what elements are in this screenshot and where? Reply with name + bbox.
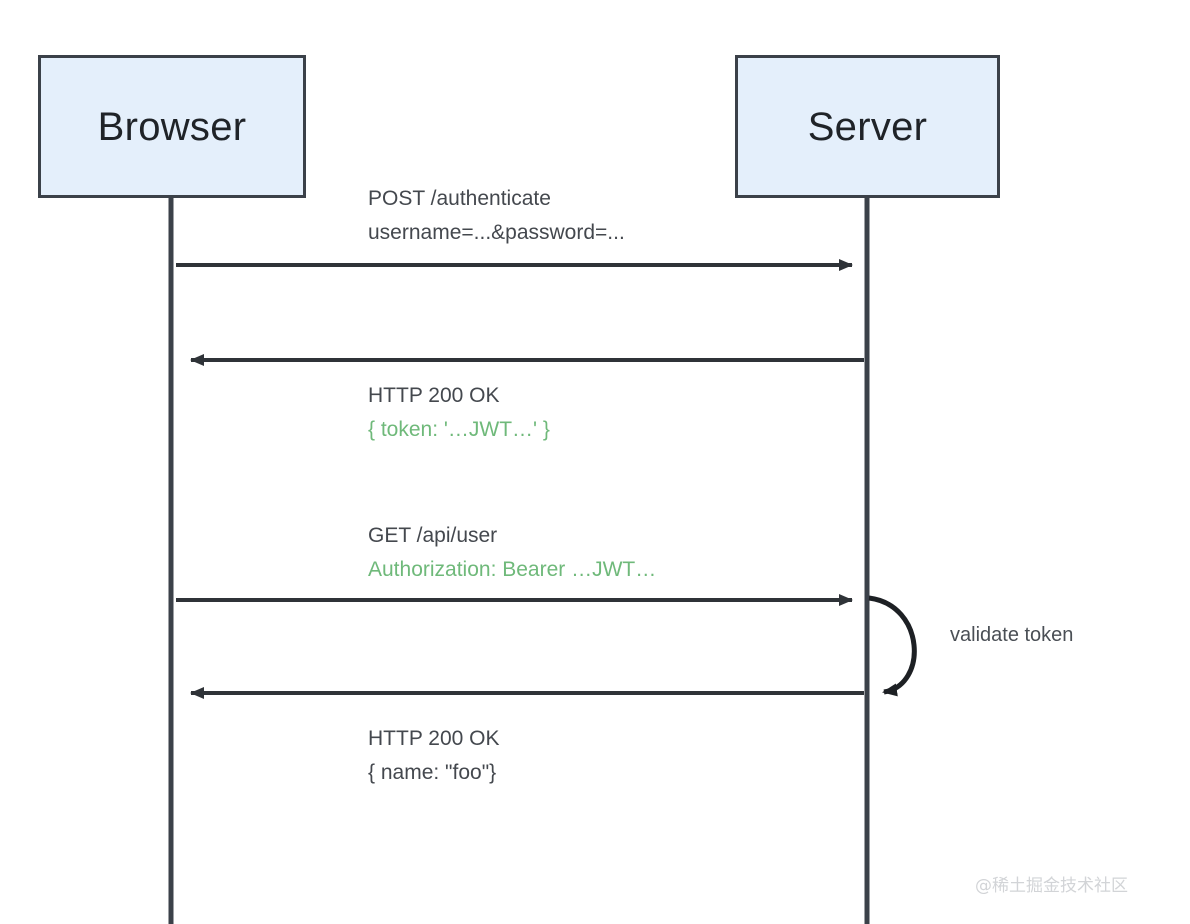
message-label-response-token-line1: HTTP 200 OK — [368, 384, 500, 407]
participant-server[interactable]: Server — [735, 55, 1000, 198]
self-message-label-validate-token: validate token — [950, 624, 1074, 646]
message-label-get-api-user-line1: GET /api/user — [368, 524, 498, 547]
participant-browser[interactable]: Browser — [38, 55, 306, 198]
participant-server-label: Server — [807, 104, 928, 149]
message-label-response-token-line2: { token: '…JWT…' } — [368, 418, 550, 441]
message-label-response-user-line1: HTTP 200 OK — [368, 727, 500, 750]
message-label-post-authenticate-line2: username=...&password=... — [368, 221, 625, 244]
self-message-arc-validate-token — [868, 595, 917, 697]
participant-browser-label: Browser — [97, 104, 247, 149]
message-label-get-api-user-line2: Authorization: Bearer …JWT… — [368, 558, 657, 581]
message-label-response-user-line2: { name: "foo"} — [368, 761, 497, 784]
message-label-post-authenticate-line1: POST /authenticate — [368, 187, 551, 210]
watermark: @稀土掘金技术社区 — [975, 876, 1128, 896]
